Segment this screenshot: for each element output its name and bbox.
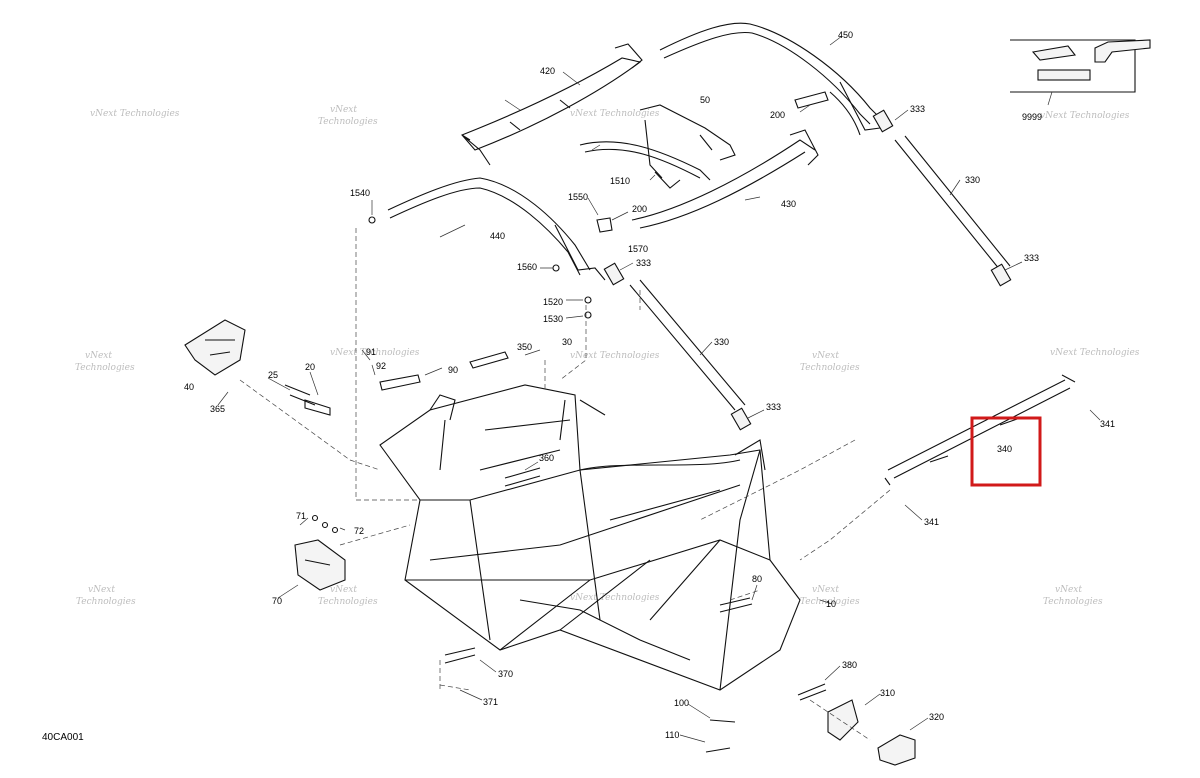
callout-330: 330 <box>714 337 729 347</box>
callout-430: 430 <box>781 199 796 209</box>
watermark: vNext Technologies <box>1050 348 1140 358</box>
watermark: vNext <box>88 585 115 595</box>
callout-341: 341 <box>924 517 939 527</box>
callout-1560: 1560 <box>517 262 537 272</box>
part-330-tube-right <box>872 109 1012 287</box>
watermark: Technologies <box>76 597 136 607</box>
callout-365: 365 <box>210 404 225 414</box>
callout-310: 310 <box>880 688 895 698</box>
callout-330: 330 <box>965 175 980 185</box>
watermark: vNext <box>330 105 357 115</box>
watermarks: vNext Technologies vNext Technologies vN… <box>75 105 1140 607</box>
callout-380: 380 <box>842 660 857 670</box>
watermark: Technologies <box>75 363 135 373</box>
callout-350: 350 <box>517 342 532 352</box>
callout-1530: 1530 <box>543 314 563 324</box>
part-420-front-crossbar <box>461 43 643 166</box>
callout-440: 440 <box>490 231 505 241</box>
callout-333: 333 <box>766 402 781 412</box>
callout-90: 90 <box>448 365 458 375</box>
watermark: vNext Technologies <box>1040 111 1130 121</box>
watermark: vNext Technologies <box>90 109 180 119</box>
callout-25: 25 <box>268 370 278 380</box>
diagram-reference-code: 40CA001 <box>42 732 84 743</box>
part-330-tube-center <box>603 262 752 431</box>
callout-341: 341 <box>1100 419 1115 429</box>
watermark: Technologies <box>800 363 860 373</box>
callout-1520: 1520 <box>543 297 563 307</box>
part-450-rear-hoop <box>659 22 881 136</box>
callout-10: 10 <box>826 599 836 609</box>
watermark: vNext Technologies <box>570 593 660 603</box>
watermark: vNext <box>812 585 839 595</box>
part-200-grip <box>596 217 613 233</box>
watermark: vNext Technologies <box>570 109 660 119</box>
callout-333: 333 <box>636 258 651 268</box>
callout-360: 360 <box>539 453 554 463</box>
part-200-grip <box>794 91 829 109</box>
callout-200: 200 <box>770 110 785 120</box>
watermark: Technologies <box>318 597 378 607</box>
part-320-plate <box>877 734 916 766</box>
callout-1540: 1540 <box>350 188 370 198</box>
part-40-bracket <box>184 319 246 376</box>
callout-71: 71 <box>296 511 306 521</box>
callout-420: 420 <box>540 66 555 76</box>
callout-1510: 1510 <box>610 176 630 186</box>
watermark: Technologies <box>1043 597 1103 607</box>
watermark: vNext <box>1055 585 1082 595</box>
callout-320: 320 <box>929 712 944 722</box>
callout-100: 100 <box>674 698 689 708</box>
callout-91: 91 <box>366 347 376 357</box>
callout-1550: 1550 <box>568 192 588 202</box>
callout-110: 110 <box>665 730 679 740</box>
callout-50: 50 <box>700 95 710 105</box>
callout-70: 70 <box>272 596 282 606</box>
callout-200: 200 <box>632 204 647 214</box>
part-430-rear-bar <box>631 129 819 229</box>
part-9999-decal-kit <box>1010 39 1151 93</box>
callout-92: 92 <box>376 361 386 371</box>
callout-30: 30 <box>562 337 572 347</box>
callout-333: 333 <box>1024 253 1039 263</box>
watermark: vNext <box>85 351 112 361</box>
watermark: Technologies <box>800 597 860 607</box>
callout-371: 371 <box>483 697 498 707</box>
highlight-box-340 <box>970 416 1042 487</box>
callout-450: 450 <box>838 30 853 40</box>
watermark: vNext Technologies <box>330 348 420 358</box>
callout-340: 340 <box>997 444 1012 454</box>
fasteners <box>284 216 827 753</box>
part-10-main-frame <box>379 384 801 691</box>
callout-20: 20 <box>305 362 315 372</box>
callout-labels: 420 450 50 200 333 9999 330 1510 430 154… <box>184 30 1115 740</box>
part-310-plate <box>827 699 859 741</box>
callout-80: 80 <box>752 574 762 584</box>
callout-1570: 1570 <box>628 244 648 254</box>
watermark: Technologies <box>318 117 378 127</box>
callout-9999: 9999 <box>1022 112 1042 122</box>
watermark: vNext <box>330 585 357 595</box>
part-50-cross-brace <box>579 104 736 189</box>
part-70-mount <box>294 539 346 591</box>
callout-370: 370 <box>498 669 513 679</box>
callout-40: 40 <box>184 382 194 392</box>
leader-lines <box>217 35 1101 743</box>
watermark: vNext <box>812 351 839 361</box>
watermark: vNext Technologies <box>570 351 660 361</box>
part-440-front-hoop <box>387 177 606 281</box>
callout-72: 72 <box>354 526 364 536</box>
callout-333: 333 <box>910 104 925 114</box>
part-340-side-bar <box>884 374 1076 486</box>
